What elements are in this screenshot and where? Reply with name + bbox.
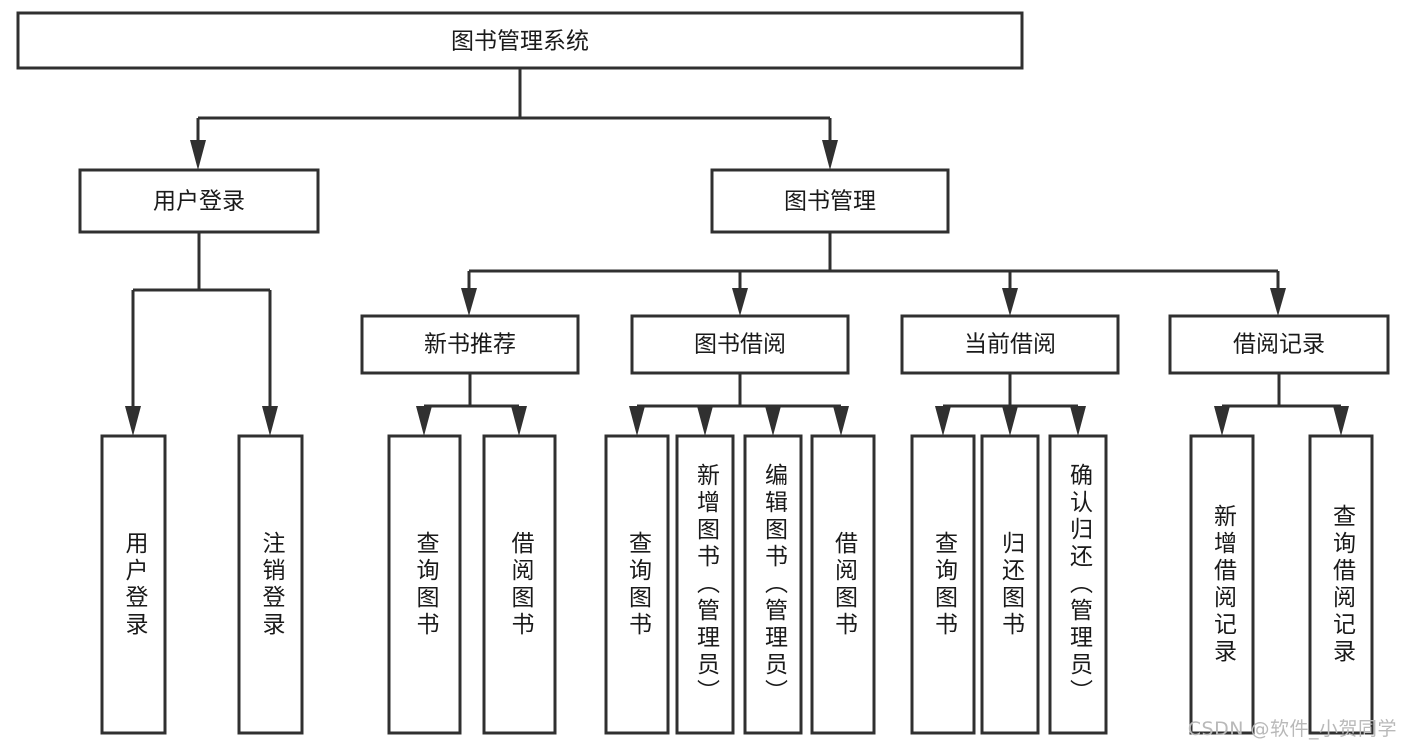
arrow-to-borrow-record: [1270, 288, 1286, 316]
node-leaf-edit-book-box[interactable]: [743, 434, 803, 735]
node-user-login-label: 用户登录: [153, 189, 245, 215]
connector-new-book-recommend-to-leaves: [416, 373, 527, 436]
arrow-to-leaf-borrow-book-1: [511, 406, 527, 436]
arrow-to-leaf-user-login: [125, 406, 141, 436]
connector-book-manage-to-level3: [461, 232, 1286, 316]
node-new-book-recommend-box[interactable]: [360, 314, 580, 375]
node-root[interactable]: 图书管理系统: [16, 11, 1024, 70]
node-book-manage[interactable]: 图书管理: [710, 168, 950, 234]
node-book-manage-label: 图书管理: [784, 189, 876, 215]
node-leaf-return-book-box[interactable]: [980, 434, 1040, 735]
node-current-borrow-label: 当前借阅: [964, 332, 1056, 358]
arrow-to-leaf-return-book: [1002, 406, 1018, 436]
node-borrow-record-label: 借阅记录: [1233, 332, 1325, 358]
connector-current-borrow-to-leaves: [935, 373, 1086, 436]
node-leaf-query-book-3-box[interactable]: [910, 434, 976, 735]
arrow-to-new-book-recommend: [461, 288, 477, 316]
node-user-login[interactable]: 用户登录: [78, 168, 320, 234]
node-leaf-borrow-book-1-box[interactable]: [482, 434, 557, 735]
arrow-to-leaf-query-record: [1333, 406, 1349, 436]
node-new-book-recommend[interactable]: 新书推荐: [360, 314, 580, 375]
arrow-to-leaf-query-book-1: [416, 406, 432, 436]
node-current-borrow[interactable]: 当前借阅: [900, 314, 1120, 375]
node-book-borrow-label: 图书借阅: [694, 332, 786, 358]
node-new-book-recommend-label: 新书推荐: [424, 332, 516, 358]
arrow-to-leaf-logout-login: [262, 406, 278, 436]
node-leaf-add-record-box[interactable]: [1189, 434, 1255, 735]
node-book-borrow-box[interactable]: [630, 314, 850, 375]
arrow-to-leaf-add-book: [697, 406, 713, 436]
csdn-watermark: CSDN @软件_小贺同学: [1187, 718, 1397, 740]
node-leaf-logout-login-box[interactable]: [237, 434, 304, 735]
arrow-to-user-login: [190, 140, 206, 170]
arrow-to-leaf-confirm-return: [1070, 406, 1086, 436]
arrow-to-book-manage: [822, 140, 838, 170]
arrow-to-leaf-edit-book: [765, 406, 781, 436]
node-leaf-user-login-box[interactable]: [100, 434, 167, 735]
node-book-borrow[interactable]: 图书借阅: [630, 314, 850, 375]
connector-book-borrow-to-leaves: [629, 373, 849, 436]
connector-user-login-to-leaves: [125, 232, 278, 436]
connector-borrow-record-to-leaves: [1214, 373, 1349, 436]
node-leaf-query-record-box[interactable]: [1308, 434, 1374, 735]
arrow-to-current-borrow: [1002, 288, 1018, 316]
node-root-box[interactable]: [16, 11, 1024, 70]
node-current-borrow-box[interactable]: [900, 314, 1120, 375]
connector-root-to-level2: [190, 68, 838, 170]
node-book-manage-box[interactable]: [710, 168, 950, 234]
node-borrow-record-box[interactable]: [1168, 314, 1390, 375]
node-leaf-confirm-return-box[interactable]: [1048, 434, 1108, 735]
node-root-label: 图书管理系统: [451, 29, 589, 55]
arrow-to-leaf-add-record: [1214, 406, 1230, 436]
node-leaf-borrow-book-2-box[interactable]: [810, 434, 876, 735]
node-leaf-query-book-1-box[interactable]: [387, 434, 462, 735]
arrow-to-leaf-borrow-book-2: [833, 406, 849, 436]
node-leaf-add-book-box[interactable]: [675, 434, 735, 735]
node-borrow-record[interactable]: 借阅记录: [1168, 314, 1390, 375]
arrow-to-leaf-query-book-3: [935, 406, 951, 436]
node-leaf-query-book-2-box[interactable]: [604, 434, 670, 735]
arrow-to-leaf-query-book-2: [629, 406, 645, 436]
arrow-to-book-borrow: [732, 288, 748, 316]
